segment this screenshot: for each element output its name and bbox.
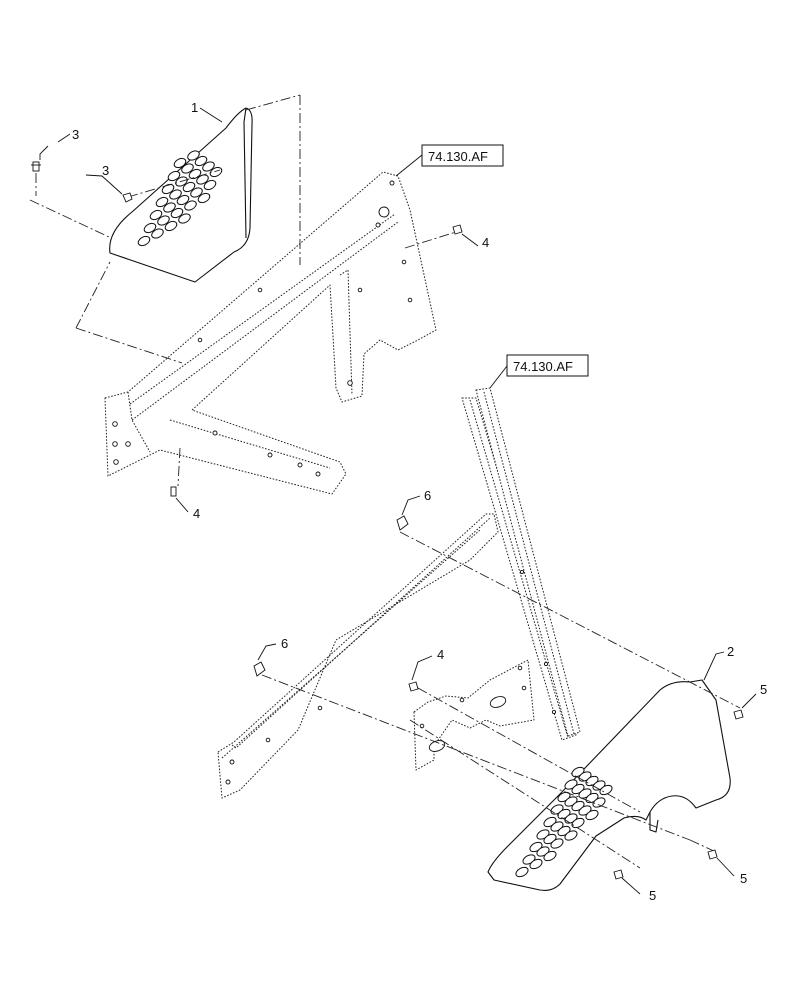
ventilation-slot bbox=[203, 179, 217, 191]
ventilation-slot bbox=[176, 194, 190, 206]
callout-5-right-top: 5 bbox=[760, 682, 767, 697]
ventilation-slot bbox=[182, 181, 196, 193]
bolt-4c bbox=[408, 681, 419, 692]
ventilation-slot bbox=[194, 155, 208, 167]
bolt-5a bbox=[733, 709, 744, 720]
ventilation-slot bbox=[187, 150, 200, 161]
hardware bbox=[31, 161, 744, 880]
callout-5-bottom: 5 bbox=[649, 888, 656, 903]
alignment-center-lines bbox=[29, 94, 741, 869]
callout-2: 2 bbox=[727, 644, 734, 659]
callout-3-top: 3 bbox=[72, 127, 79, 142]
clip-6a bbox=[396, 515, 409, 531]
bolt-4a bbox=[452, 224, 463, 235]
ventilation-slot bbox=[181, 163, 194, 174]
ventilation-slot bbox=[529, 858, 543, 870]
ventilation-slot bbox=[163, 202, 176, 213]
callout-4-lower: 4 bbox=[437, 647, 444, 662]
ventilation-slot bbox=[178, 213, 191, 224]
ventilation-slot bbox=[155, 196, 169, 208]
ventilation-slot bbox=[151, 228, 164, 239]
lower-guard-ventilation-slots bbox=[515, 766, 613, 878]
ventilation-slot bbox=[170, 207, 184, 219]
ventilation-slot bbox=[190, 187, 203, 198]
callouts: 1 3 3 4 4 4 2 5 5 5 6 6 bbox=[39, 100, 767, 903]
ventilation-slot bbox=[599, 784, 613, 796]
ventilation-slot bbox=[157, 215, 170, 226]
ventilation-slot bbox=[173, 157, 187, 169]
callout-4-middle: 4 bbox=[193, 506, 200, 521]
ventilation-slot bbox=[197, 192, 211, 204]
ventilation-slot bbox=[169, 189, 182, 200]
ventilation-slot bbox=[184, 200, 197, 211]
ventilation-slot bbox=[571, 817, 585, 829]
lower-bracket-plate bbox=[413, 659, 535, 771]
ventilation-slot bbox=[149, 209, 163, 221]
ventilation-slot bbox=[167, 170, 181, 182]
reference-top[interactable]: 74.130.AF bbox=[395, 144, 504, 177]
callout-1: 1 bbox=[191, 100, 198, 115]
ventilation-slot bbox=[164, 220, 178, 232]
vertical-rail-assembly bbox=[461, 387, 581, 741]
callout-4-upper: 4 bbox=[482, 235, 489, 250]
bolt-5b bbox=[707, 849, 718, 860]
ventilation-slot bbox=[143, 222, 157, 234]
upper-guard-ventilation-slots bbox=[137, 150, 223, 247]
bolt-3a bbox=[31, 161, 41, 172]
ventilation-slot bbox=[202, 161, 215, 172]
bolt-4b bbox=[170, 486, 177, 497]
reference-middle-label: 74.130.AF bbox=[513, 359, 573, 374]
reference-middle[interactable]: 74.130.AF bbox=[489, 354, 589, 389]
reference-top-label: 74.130.AF bbox=[428, 149, 488, 164]
lower-guard-panel bbox=[487, 679, 731, 891]
callout-6-lower: 6 bbox=[281, 636, 288, 651]
upper-guard-panel bbox=[109, 107, 253, 283]
lower-frame bbox=[217, 513, 499, 799]
ventilation-slot bbox=[564, 830, 578, 841]
ventilation-slot bbox=[585, 809, 599, 821]
ventilation-slot bbox=[209, 166, 223, 178]
upper-frame bbox=[104, 171, 437, 495]
callout-5-right-bottom: 5 bbox=[740, 871, 747, 886]
clip-6b bbox=[253, 661, 266, 677]
bolt-5c bbox=[613, 869, 624, 880]
callout-3-bottom: 3 bbox=[102, 163, 109, 178]
callout-6-upper: 6 bbox=[424, 488, 431, 503]
ventilation-slot bbox=[515, 866, 529, 878]
ventilation-slot bbox=[543, 850, 557, 862]
bolt-3b bbox=[122, 192, 133, 203]
ventilation-slot bbox=[550, 838, 564, 849]
ventilation-slot bbox=[137, 235, 151, 247]
